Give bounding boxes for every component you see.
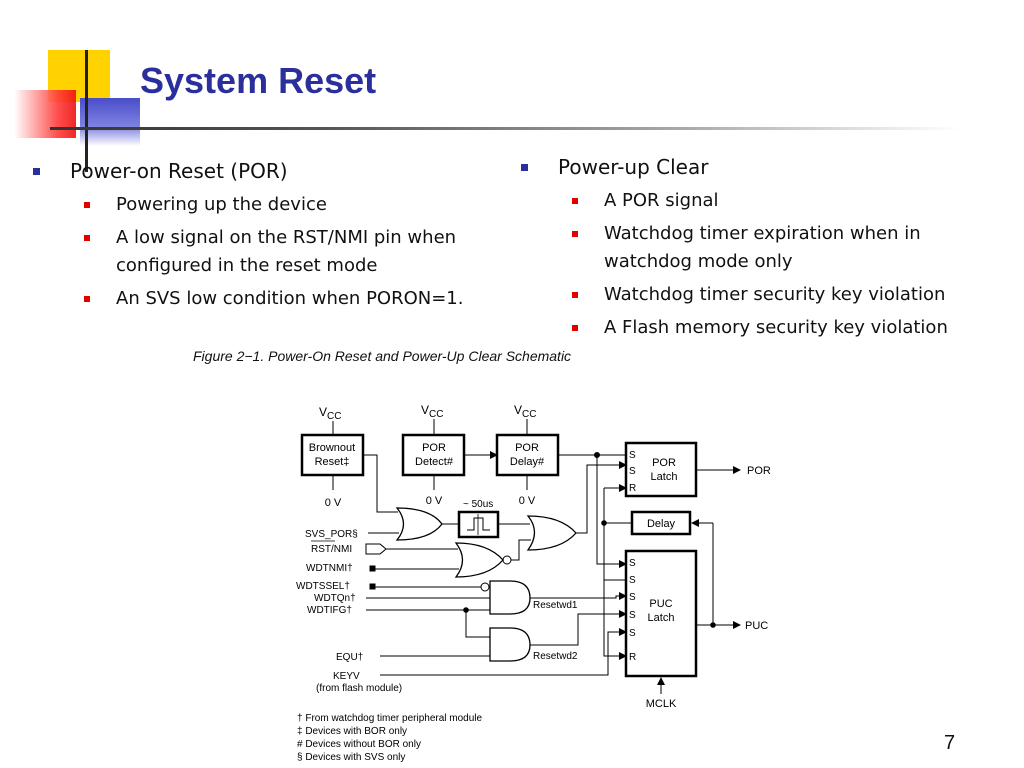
bullet-text: Power-on Reset (POR) — [70, 159, 288, 183]
zero-volt-label: 0 V — [325, 497, 342, 509]
por-delay-label: Delay# — [510, 456, 545, 468]
input-keyv: KEYV — [333, 671, 360, 682]
sub-bullet-text: An SVS low condition when PORON=1. — [116, 288, 464, 309]
sub-bullet-text: A POR signal — [604, 190, 719, 211]
brownout-label: Brownout — [309, 442, 355, 454]
slide-title: System Reset — [140, 60, 377, 101]
latch-pin-s: S — [629, 575, 636, 586]
latch-pin-s: S — [629, 628, 636, 639]
brownout-label: Reset‡ — [315, 456, 350, 468]
latch-pin-s: S — [629, 466, 636, 477]
mclk-label: MCLK — [646, 698, 677, 710]
footnote: § Devices with SVS only — [297, 752, 405, 763]
latch-pin-s: S — [629, 592, 636, 603]
puc-latch-block — [624, 549, 698, 678]
decor-red-square — [14, 90, 76, 138]
sub-bullet: A Flash memory security key violation — [572, 314, 988, 342]
por-latch-label: Latch — [651, 471, 678, 483]
reset-schematic: VCC VCC VCC Brownout Reset‡ POR Detect# … — [296, 403, 771, 763]
sub-bullet-text: Watchdog timer security key violation — [604, 284, 946, 305]
decor-blue-square — [80, 98, 140, 146]
input-rst-nmi: RST/NMI — [311, 544, 352, 555]
footnote: # Devices without BOR only — [297, 739, 421, 750]
vcc-label: VCC — [421, 403, 443, 420]
puc-latch-label: PUC — [649, 598, 672, 610]
footnote: ‡ Devices with BOR only — [297, 726, 407, 737]
output-puc: PUC — [745, 620, 768, 632]
bullet-puc: Power-up Clear — [518, 152, 988, 182]
output-por: POR — [747, 465, 771, 477]
zero-volt-label: 0 V — [519, 495, 536, 507]
svg-text:VCC: VCC — [514, 403, 536, 420]
resetwd1-label: Resetwd1 — [533, 600, 578, 611]
por-delay-block — [495, 433, 560, 477]
bullet-text: Power-up Clear — [558, 155, 709, 179]
sub-bullet-text: A Flash memory security key violation — [604, 317, 948, 338]
nor-gate — [454, 542, 504, 578]
vcc-label: VCC — [319, 405, 341, 422]
bullet-por: Power-on Reset (POR) — [30, 156, 500, 186]
sub-bullet-text: A low signal on the RST/NMI pin when con… — [116, 227, 457, 276]
sub-bullet: A POR signal — [572, 187, 988, 215]
delay-50us-label: ~ 50us — [463, 499, 493, 510]
sub-bullet: Watchdog timer security key violation — [572, 281, 988, 309]
figure-caption: Figure 2−1. Power-On Reset and Power-Up … — [193, 348, 572, 364]
sub-bullet-marker — [572, 231, 578, 237]
decor-vertical-line — [85, 50, 88, 172]
svg-text:VCC: VCC — [319, 405, 341, 422]
por-detect-block — [401, 433, 466, 477]
input-svs-por: SVS_POR§ — [305, 529, 358, 540]
sub-bullet-marker — [572, 325, 578, 331]
vcc-label: VCC — [514, 403, 536, 420]
delay-label: Delay — [647, 518, 676, 530]
zero-volt-label: 0 V — [426, 495, 443, 507]
and-gate-resetwd2 — [489, 627, 531, 662]
sub-bullet: Watchdog timer expiration when in watchd… — [572, 220, 988, 276]
latch-pin-r: R — [629, 483, 636, 494]
input-wdtqn: WDTQn† — [314, 593, 356, 604]
right-bullet-column: Power-up Clear A POR signal Watchdog tim… — [518, 152, 988, 342]
por-detect-label: POR — [422, 442, 446, 454]
sub-bullet: Powering up the device — [84, 191, 500, 219]
resetwd2-label: Resetwd2 — [533, 651, 578, 662]
svg-text:VCC: VCC — [421, 403, 443, 420]
latch-pin-s: S — [629, 558, 636, 569]
sub-bullet-marker — [84, 235, 90, 241]
input-equ: EQU† — [336, 652, 363, 663]
brownout-reset-block — [300, 433, 365, 477]
latch-pin-s: S — [629, 610, 636, 621]
sub-bullet-text: Watchdog timer expiration when in watchd… — [604, 223, 921, 272]
sub-bullet-marker — [572, 198, 578, 204]
sub-bullet: A low signal on the RST/NMI pin when con… — [84, 224, 500, 280]
sub-bullet: An SVS low condition when PORON=1. — [84, 285, 500, 313]
por-detect-label: Detect# — [415, 456, 454, 468]
input-keyv-note: (from flash module) — [316, 683, 402, 694]
por-latch-block — [624, 441, 698, 498]
left-bullet-column: Power-on Reset (POR) Powering up the dev… — [30, 156, 500, 313]
latch-pin-r: R — [629, 652, 636, 663]
footnote: † From watchdog timer peripheral module — [297, 713, 483, 724]
page-number: 7 — [944, 732, 956, 754]
sub-bullet-marker — [572, 292, 578, 298]
or-gate-2 — [526, 515, 577, 551]
puc-latch-label: Latch — [648, 612, 675, 624]
bullet-marker — [521, 164, 528, 171]
delay-50us-block — [457, 510, 500, 539]
input-wdtssel: WDTSSEL† — [296, 581, 350, 592]
sub-bullet-marker — [84, 296, 90, 302]
title-underline — [50, 127, 960, 130]
input-wdtifg: WDTIFG† — [307, 605, 352, 616]
por-latch-label: POR — [652, 457, 676, 469]
por-delay-label: POR — [515, 442, 539, 454]
sub-bullet-text: Powering up the device — [116, 194, 327, 215]
and-gate-resetwd1 — [489, 580, 531, 615]
bullet-marker — [33, 168, 40, 175]
or-gate-1 — [395, 507, 443, 541]
sub-bullet-marker — [84, 202, 90, 208]
latch-pin-s: S — [629, 450, 636, 461]
input-wdtnmi: WDTNMI† — [306, 563, 353, 574]
